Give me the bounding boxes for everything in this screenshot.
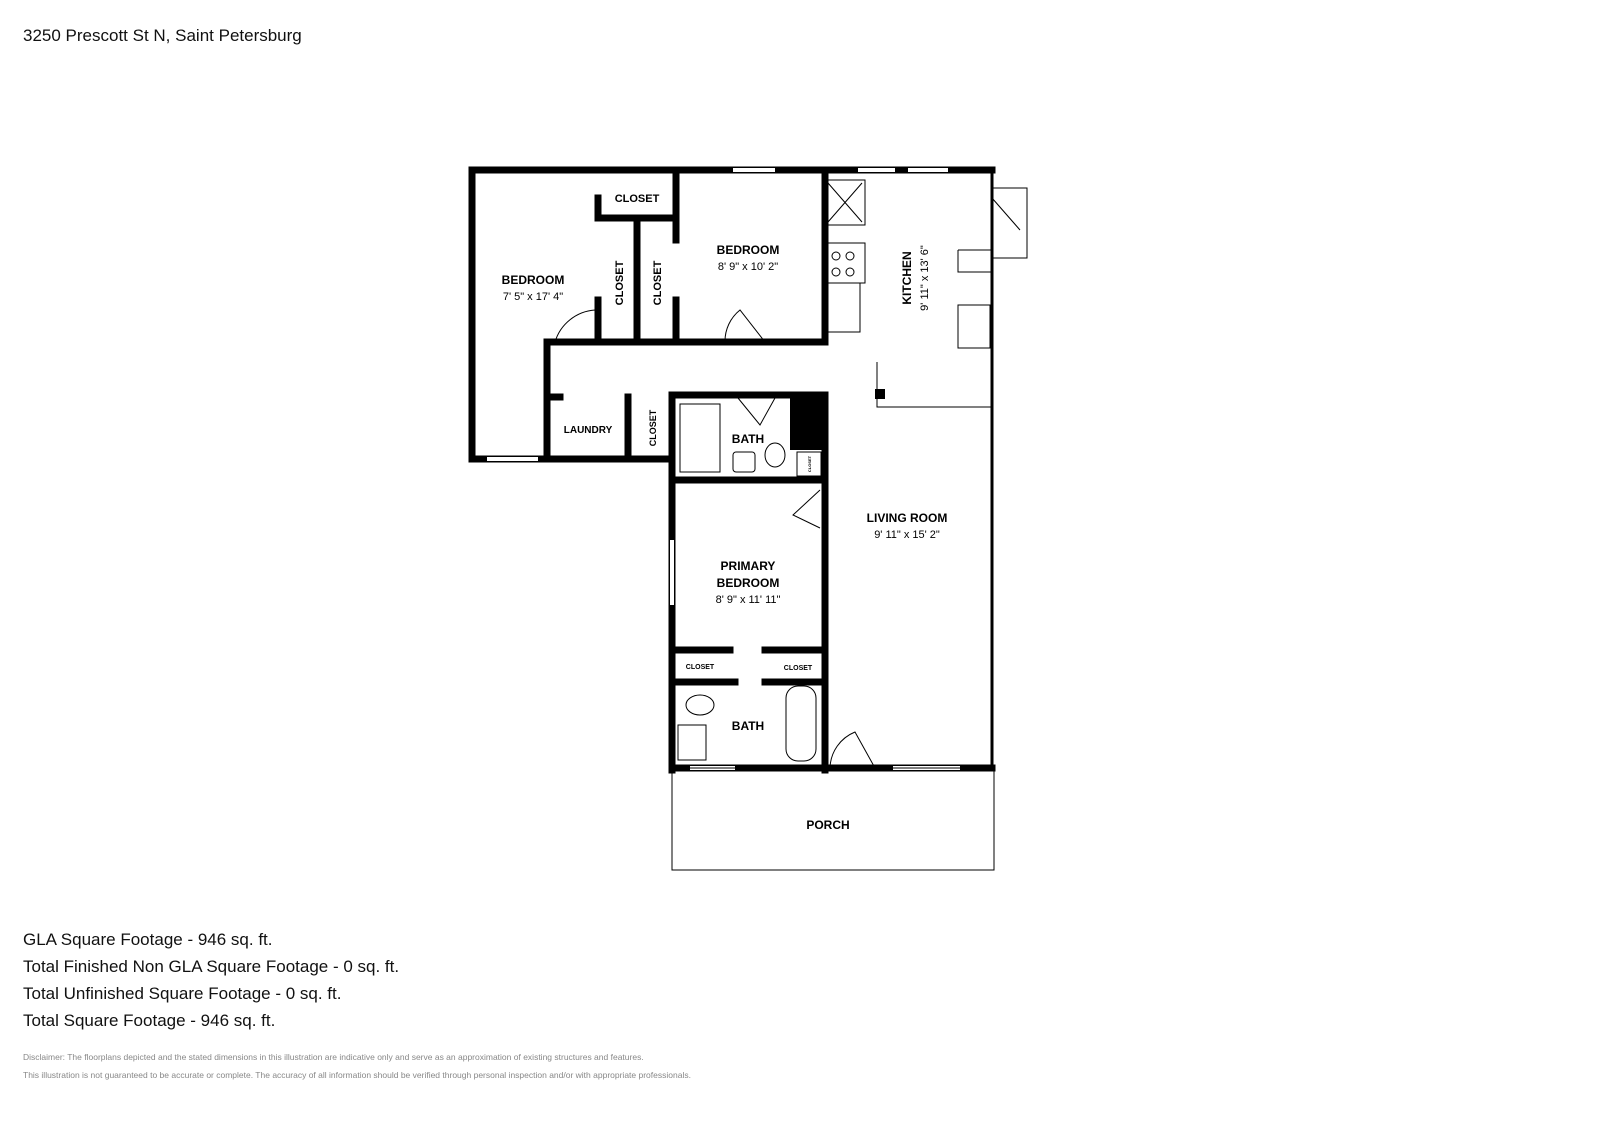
windows: [487, 168, 960, 770]
disclaimer-line-2: This illustration is not guaranteed to b…: [23, 1070, 691, 1080]
bedroom-right-dims: 8' 9" x 10' 2": [718, 261, 778, 273]
bath-upper-label: BATH: [732, 432, 764, 446]
bath-lower-label: BATH: [732, 719, 764, 733]
closet-label: CLOSET: [648, 409, 658, 446]
gla-footage: GLA Square Footage - 946 sq. ft.: [23, 930, 273, 949]
closet-label: CLOSET: [784, 665, 813, 672]
walls: [468, 166, 996, 774]
closet-label: CLOSET: [807, 455, 812, 472]
total-footage: Total Square Footage - 946 sq. ft.: [23, 1011, 276, 1030]
kitchen-dims: 9' 11" x 13' 6": [919, 245, 931, 311]
bedroom-left-dims: 7' 5" x 17' 4": [503, 291, 563, 303]
primary-bedroom-label-1: PRIMARY: [721, 559, 776, 573]
closet-label: CLOSET: [686, 664, 715, 671]
disclaimer-line-1: Disclaimer: The floorplans depicted and …: [23, 1052, 644, 1062]
closet-label: CLOSET: [652, 260, 664, 305]
living-room-label: LIVING ROOM: [867, 511, 948, 525]
address-title: 3250 Prescott St N, Saint Petersburg: [23, 26, 302, 45]
primary-bedroom-dims: 8' 9" x 11' 11": [716, 594, 781, 606]
fixtures: [554, 179, 1028, 871]
column: [875, 389, 885, 399]
square-footage-stats: GLA Square Footage - 946 sq. ft. Total F…: [23, 926, 399, 1034]
bedroom-left-label: BEDROOM: [502, 273, 565, 287]
finished-non-gla-footage: Total Finished Non GLA Square Footage - …: [23, 957, 400, 976]
kitchen-label: KITCHEN: [900, 251, 914, 304]
porch-label: PORCH: [806, 818, 849, 832]
unfinished-footage: Total Unfinished Square Footage - 0 sq. …: [23, 984, 342, 1003]
closet-label: CLOSET: [614, 260, 626, 305]
chase-block: [790, 395, 825, 450]
laundry-label: LAUNDRY: [564, 425, 613, 436]
primary-bedroom-label-2: BEDROOM: [717, 576, 780, 590]
living-room-dims: 9' 11" x 15' 2": [874, 529, 940, 541]
bedroom-right-label: BEDROOM: [717, 243, 780, 257]
closet-label: CLOSET: [615, 193, 660, 205]
